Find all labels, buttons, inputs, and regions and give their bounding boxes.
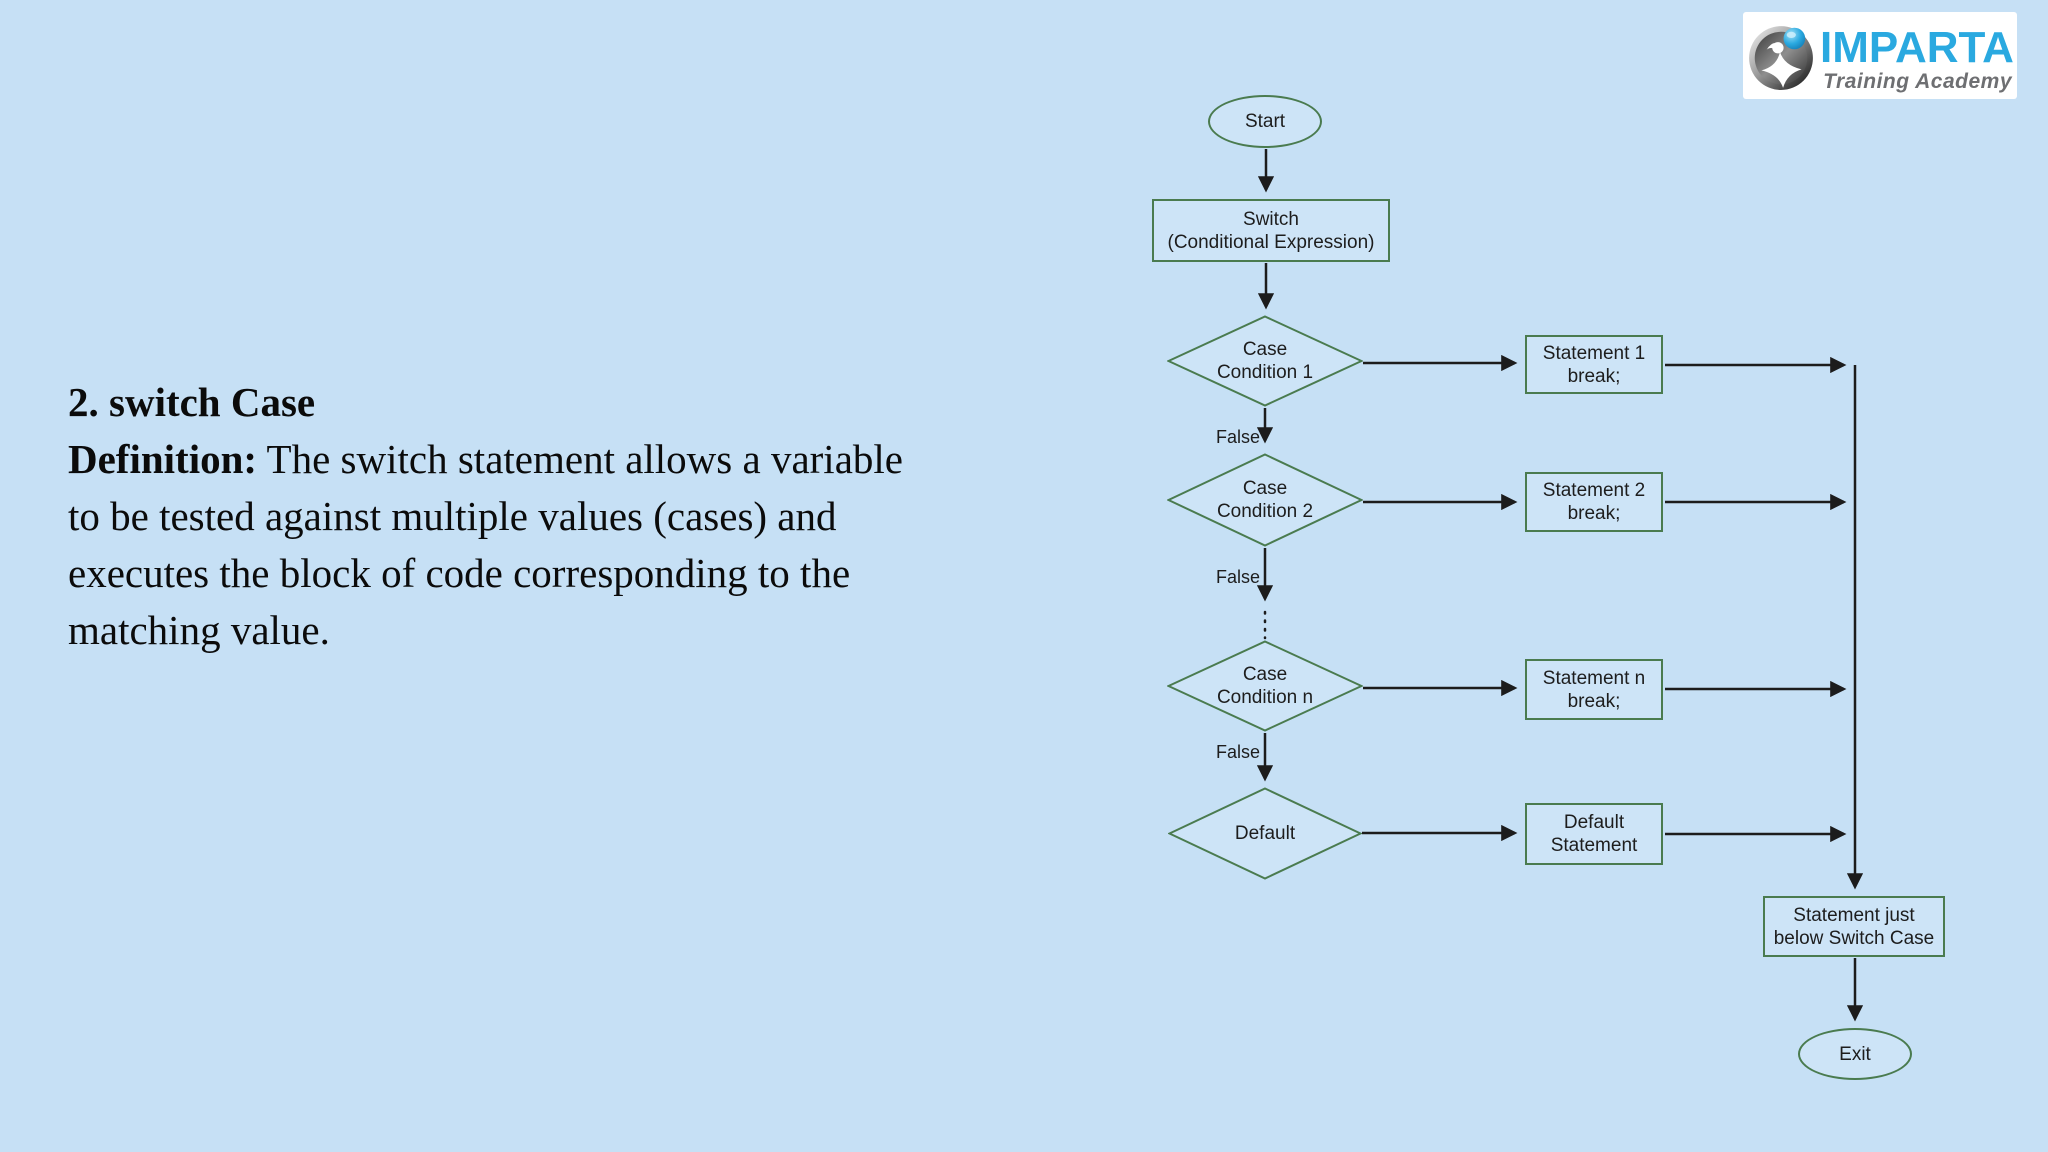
imparta-logo-icon bbox=[1749, 26, 1813, 90]
node-label: break; bbox=[1567, 503, 1621, 524]
default-node: Default bbox=[1168, 787, 1362, 880]
section-heading: 2. switch Case bbox=[68, 379, 316, 425]
switch-node: Switch (Conditional Expression) bbox=[1152, 199, 1390, 262]
brand-name: IMPARTA bbox=[1820, 23, 2014, 72]
diamond-shape bbox=[1167, 315, 1363, 407]
statement-n-node: Statement n break; bbox=[1525, 659, 1663, 720]
diamond-shape bbox=[1168, 787, 1362, 880]
case-condition-1-node: Case Condition 1 bbox=[1167, 315, 1363, 407]
definition-line: Definition: The switch statement allows … bbox=[68, 431, 1098, 488]
node-label: Statement just bbox=[1793, 904, 1915, 926]
node-label: (Conditional Expression) bbox=[1167, 231, 1375, 253]
case-condition-n-node: Case Condition n bbox=[1167, 640, 1363, 732]
start-node: Start bbox=[1208, 95, 1322, 148]
node-label: Statement bbox=[1550, 835, 1638, 856]
node-label: Case bbox=[1242, 339, 1288, 360]
diamond-shape bbox=[1167, 453, 1363, 547]
node-label: Start bbox=[1244, 111, 1286, 132]
exit-node: Exit bbox=[1798, 1028, 1912, 1080]
node-label: Condition 2 bbox=[1216, 501, 1314, 522]
brand-tagline: Training Academy bbox=[1823, 70, 2012, 93]
node-label: below Switch Case bbox=[1773, 927, 1935, 949]
diamond-shape bbox=[1167, 640, 1363, 732]
statement-2-node: Statement 2 break; bbox=[1525, 472, 1663, 532]
definition-line: executes the block of code corresponding… bbox=[68, 550, 851, 596]
definition-text-block: 2. switch Case Definition: The switch st… bbox=[68, 374, 1098, 659]
node-label: Default bbox=[1563, 812, 1625, 833]
definition-line-rest: The switch statement allows a variable bbox=[257, 436, 903, 482]
node-label: break; bbox=[1567, 365, 1621, 387]
statement-1-node: Statement 1 break; bbox=[1525, 335, 1663, 394]
node-label: Case bbox=[1242, 664, 1288, 685]
node-label: break; bbox=[1567, 690, 1621, 712]
case-condition-2-node: Case Condition 2 bbox=[1167, 453, 1363, 547]
default-statement-node: Default Statement bbox=[1525, 803, 1663, 865]
node-label: Switch bbox=[1243, 208, 1299, 230]
node-label: Exit bbox=[1839, 1043, 1871, 1065]
node-label: Condition n bbox=[1216, 687, 1314, 708]
node-label: Statement 1 bbox=[1542, 342, 1646, 364]
definition-line: to be tested against multiple values (ca… bbox=[68, 493, 837, 539]
logo-text: IMPARTA Training Academy bbox=[1820, 23, 2014, 93]
false-branch-label-2: False bbox=[1215, 567, 1260, 587]
definition-line: matching value. bbox=[68, 607, 330, 653]
node-label: Statement n bbox=[1542, 667, 1646, 689]
definition-label: Definition: bbox=[68, 436, 258, 482]
imparta-logo: IMPARTA Training Academy bbox=[1743, 12, 2017, 99]
node-label: Condition 1 bbox=[1216, 362, 1314, 383]
node-label: Default bbox=[1234, 823, 1296, 844]
statement-below-switch-node: Statement just below Switch Case bbox=[1763, 896, 1945, 957]
node-label: Statement 2 bbox=[1542, 480, 1646, 501]
node-label: Case bbox=[1242, 478, 1288, 499]
false-branch-label-1: False bbox=[1215, 427, 1260, 447]
false-branch-label-3: False bbox=[1215, 742, 1260, 762]
